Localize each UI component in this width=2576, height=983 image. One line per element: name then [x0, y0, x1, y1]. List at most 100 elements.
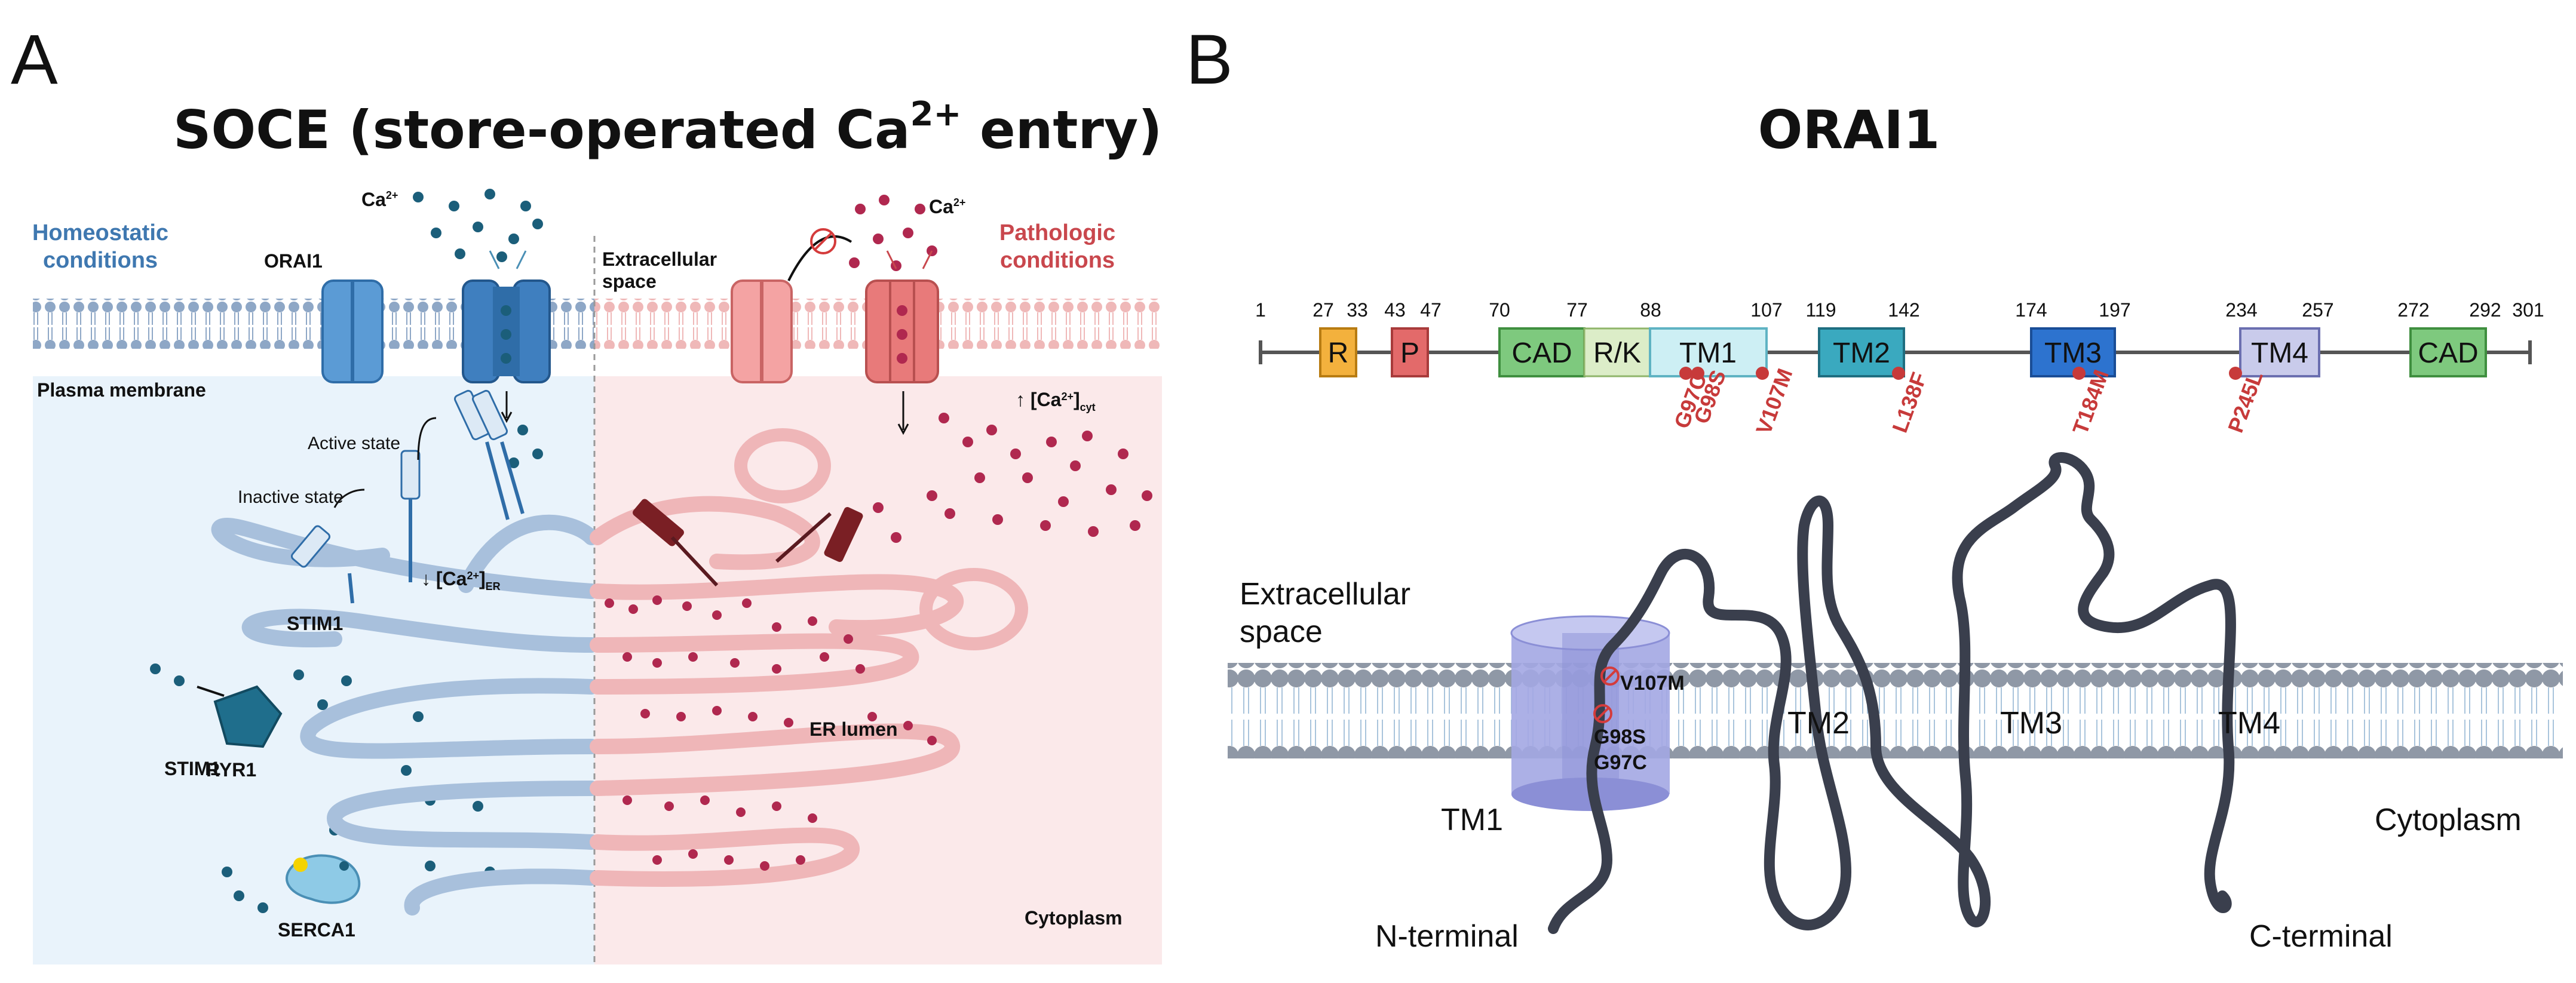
calcium-ion: [628, 604, 638, 614]
pathologic-label-2: conditions: [1000, 248, 1115, 273]
panel-a-title: SOCE (store-operated Ca2+ entry): [173, 95, 1162, 161]
extracellular-label-a1: Extracellular: [602, 248, 717, 270]
calcium-ion: [257, 902, 268, 913]
orai1-channel-closed: [321, 279, 384, 383]
calcium-ion: [431, 228, 441, 238]
calcium-ion: [640, 709, 650, 718]
domain-cad-2: CAD: [2409, 327, 2487, 377]
svg-text:CAD: CAD: [1511, 337, 1572, 369]
calcium-ion: [652, 658, 662, 668]
calcium-ion: [496, 251, 507, 262]
calcium-ion: [222, 867, 232, 877]
mutation-l138f: L138F: [1887, 369, 1931, 436]
calcium-ion: [484, 189, 495, 199]
mutation-markers: [1679, 367, 2242, 380]
calcium-ion: [1046, 437, 1057, 447]
calcium-ion: [1022, 472, 1033, 483]
calcium-ion: [748, 712, 758, 721]
svg-text:TM2: TM2: [1833, 337, 1890, 369]
orai1-label-a: ORAI1: [264, 250, 323, 272]
calcium-ion: [700, 795, 710, 805]
panel-b-letter: B: [1186, 20, 1233, 99]
svg-text:R/K: R/K: [1593, 337, 1641, 369]
topology-g98s: G98S: [1594, 726, 1646, 748]
inactive-state-label: Inactive state: [238, 487, 344, 507]
domain-rk: R/K: [1583, 327, 1651, 377]
svg-text:119: 119: [1805, 299, 1836, 321]
calcium-ion: [508, 457, 519, 468]
orai1-chain-tm3-loop: [1870, 452, 2236, 927]
calcium-ion: [413, 711, 424, 722]
calcium-ion: [772, 622, 781, 632]
calcium-ion: [520, 201, 531, 211]
tm1-mutation-circles: [1593, 666, 1620, 723]
svg-text:107: 107: [1750, 299, 1782, 321]
topology-v107m: V107M: [1620, 672, 1685, 695]
extracellular-label-a2: space: [602, 271, 657, 292]
calcium-ion: [772, 664, 781, 674]
calcium-ion: [736, 807, 746, 817]
homeostatic-label-2: conditions: [43, 248, 158, 273]
domain-r: R: [1319, 327, 1357, 377]
c-terminal-label: C-terminal: [2249, 919, 2393, 954]
calcium-ion: [927, 490, 937, 501]
calcium-ion: [820, 652, 829, 662]
svg-text:142: 142: [1888, 299, 1919, 321]
serca1-icon: [286, 854, 361, 904]
calcium-ion: [992, 514, 1003, 525]
calcium-ion: [425, 861, 436, 871]
calcium-ion: [903, 721, 913, 730]
calcium-ion: [150, 663, 161, 674]
inhibition-icon: [787, 228, 852, 281]
domain-tm1: TM1: [1649, 327, 1768, 377]
stim1-active: [400, 389, 525, 582]
calcium-ion: [724, 855, 734, 865]
calcium-ion: [855, 664, 865, 674]
svg-text:R: R: [1328, 337, 1349, 369]
svg-text:43: 43: [1384, 299, 1406, 321]
topology-tm1: TM1: [1441, 803, 1503, 837]
domain-p: P: [1391, 327, 1429, 377]
svg-text:70: 70: [1489, 299, 1510, 321]
calcium-ion: [927, 736, 937, 745]
calcium-ion: [742, 598, 752, 608]
calcium-ion: [712, 706, 722, 715]
calcium-ion: [1130, 520, 1140, 531]
calcium-ion: [962, 437, 973, 447]
calcium-ion: [873, 502, 884, 513]
calcium-ion: [1040, 520, 1051, 531]
calcium-ion: [1118, 449, 1128, 459]
calcium-ion: [873, 234, 884, 244]
serca1-label: SERCA1: [278, 919, 355, 941]
svg-text:TM4: TM4: [2251, 337, 2308, 369]
calcium-ion: [808, 616, 817, 626]
svg-text:301: 301: [2512, 299, 2544, 321]
domain-cad-1: CAD: [1498, 327, 1586, 377]
calcium-ion: [688, 652, 698, 662]
calcium-ion: [622, 652, 632, 662]
calcium-ion: [455, 248, 465, 259]
calcium-ion: [1082, 431, 1093, 441]
orai1-channel-open: [462, 279, 551, 383]
calcium-ion: [903, 228, 913, 238]
calcium-ion: [317, 699, 328, 710]
calcium-ion: [844, 634, 853, 644]
domain-tm3: TM3: [2030, 327, 2116, 377]
calcium-ion: [891, 532, 901, 543]
calcium-ion: [879, 195, 890, 205]
calcium-ion: [1058, 496, 1069, 507]
calcium-ion: [808, 813, 817, 823]
svg-text:197: 197: [2099, 299, 2130, 321]
svg-text:27: 27: [1312, 299, 1334, 321]
ca-cyt-label: ↑ [Ca2+]cyt: [1016, 389, 1096, 413]
topology-membrane: [1228, 663, 2563, 758]
calcium-ion: [401, 765, 412, 776]
svg-text:P: P: [1400, 337, 1419, 369]
panel-a-letter: A: [11, 20, 58, 99]
calcium-ion: [682, 601, 692, 611]
calcium-ion: [532, 219, 543, 229]
calcium-ion: [855, 204, 866, 214]
topology-cytoplasm: Cytoplasm: [2375, 803, 2522, 837]
calcium-ion: [413, 192, 424, 202]
calcium-ion: [867, 712, 877, 721]
